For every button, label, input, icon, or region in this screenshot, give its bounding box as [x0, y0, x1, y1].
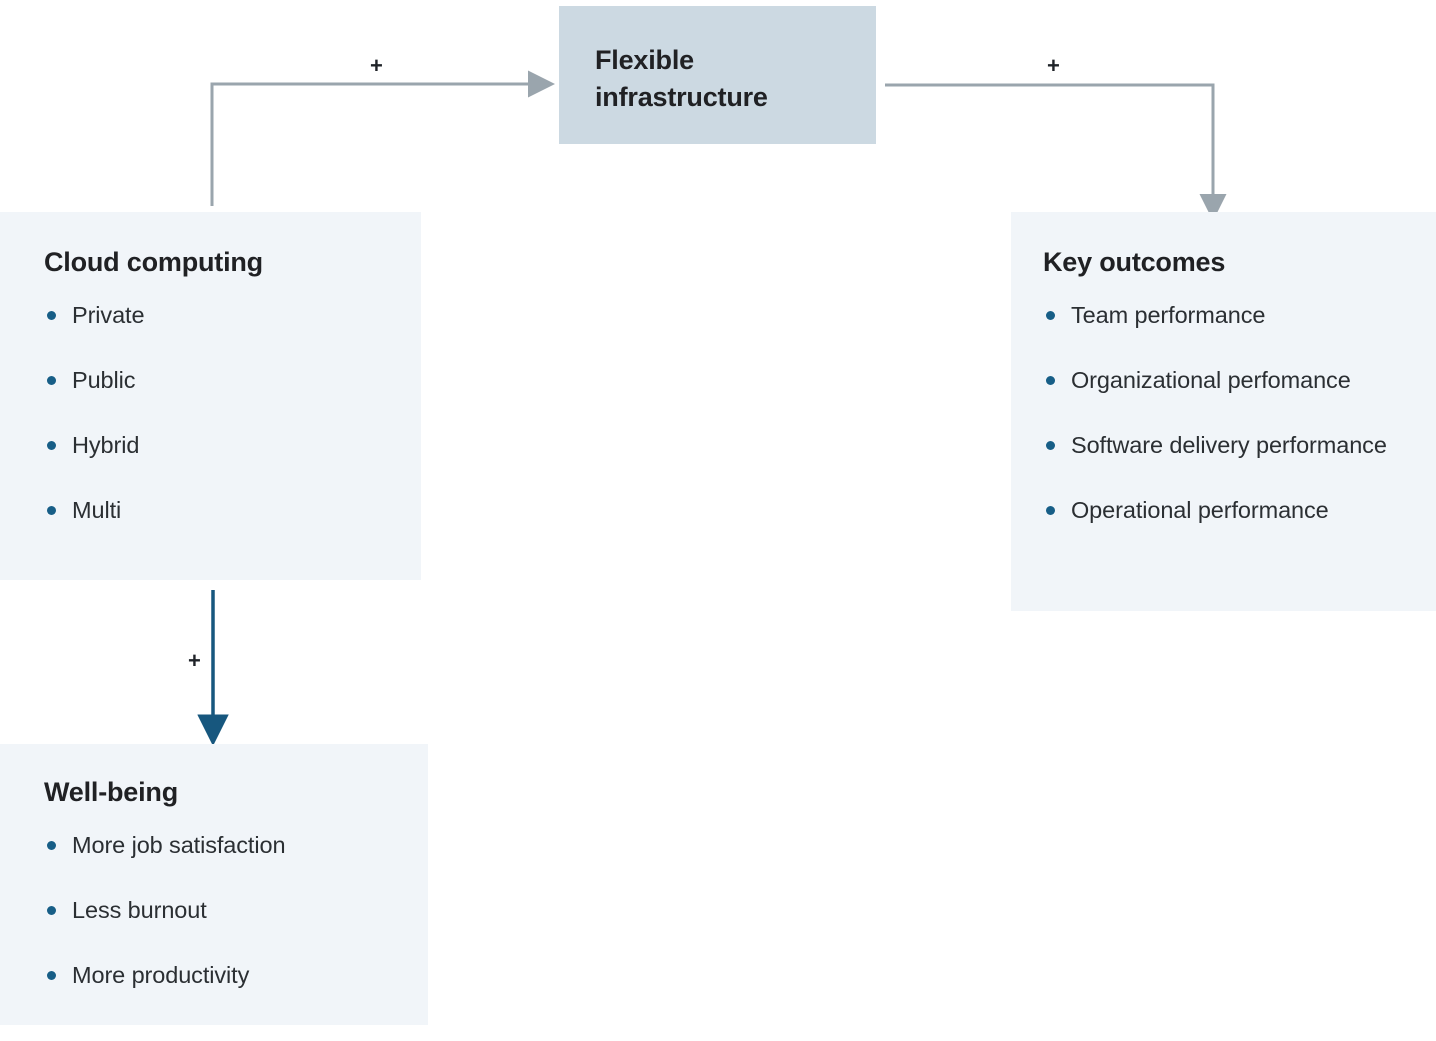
list-item-label: Software delivery performance — [1071, 431, 1387, 458]
bullet-icon — [47, 440, 56, 450]
bullet-icon — [1046, 440, 1055, 450]
bullet-icon — [47, 375, 56, 385]
connector-flexible-to-outcomes — [885, 83, 1227, 221]
node-list-cloud-computing: Private Public Hybrid Multi — [44, 296, 391, 530]
list-item: Hybrid — [44, 426, 391, 465]
list-item-label: More productivity — [72, 961, 250, 988]
list-item: Public — [44, 361, 391, 400]
list-item-label: Hybrid — [72, 431, 140, 458]
list-item-label: Private — [72, 301, 145, 328]
list-item-label: Operational performance — [1071, 496, 1329, 523]
list-item: Team performance — [1043, 296, 1412, 335]
node-cloud-computing: Cloud computing Private Public Hybrid Mu… — [0, 212, 421, 580]
bullet-icon — [47, 905, 56, 915]
list-item: Operational performance — [1043, 491, 1412, 530]
bullet-icon — [47, 310, 56, 320]
bullet-icon — [1046, 310, 1055, 320]
bullet-icon — [1046, 375, 1055, 385]
bullet-icon — [47, 840, 56, 850]
list-item: Less burnout — [44, 891, 398, 930]
list-item: More productivity — [44, 956, 398, 995]
list-item-label: Team performance — [1071, 301, 1266, 328]
list-item: Multi — [44, 491, 391, 530]
list-item-label: Public — [72, 366, 136, 393]
bullet-icon — [1046, 505, 1055, 515]
node-title-key-outcomes: Key outcomes — [1043, 247, 1226, 277]
list-item: Private — [44, 296, 391, 335]
list-item-label: Organizational perfomance — [1071, 366, 1351, 393]
node-title-cloud-computing: Cloud computing — [44, 247, 263, 277]
connector-label-plus-cloud-to-flexible: + — [370, 53, 383, 78]
connector-label-plus-flexible-to-outcomes: + — [1047, 53, 1060, 78]
bullet-icon — [47, 970, 56, 980]
connector-cloud-to-flexible — [210, 70, 555, 206]
bullet-icon — [47, 505, 56, 515]
connector-label-plus-cloud-to-wellbeing: + — [188, 648, 201, 673]
node-list-key-outcomes: Team performance Organizational perfoman… — [1043, 296, 1412, 530]
list-item: Software delivery performance — [1043, 426, 1412, 465]
list-item-label: More job satisfaction — [72, 831, 286, 858]
list-item: Organizational perfomance — [1043, 361, 1412, 400]
list-item: More job satisfaction — [44, 826, 398, 865]
node-key-outcomes: Key outcomes Team performance Organizati… — [1011, 212, 1436, 611]
list-item-label: Multi — [72, 496, 122, 523]
node-title-well-being: Well-being — [44, 777, 179, 807]
node-flexible-infrastructure: Flexible infrastructure — [559, 6, 876, 144]
node-title-flexible-infrastructure: Flexible infrastructure — [595, 45, 768, 112]
node-well-being: Well-being More job satisfaction Less bu… — [0, 744, 428, 1025]
list-item-label: Less burnout — [72, 896, 207, 923]
node-list-well-being: More job satisfaction Less burnout More … — [44, 826, 398, 995]
